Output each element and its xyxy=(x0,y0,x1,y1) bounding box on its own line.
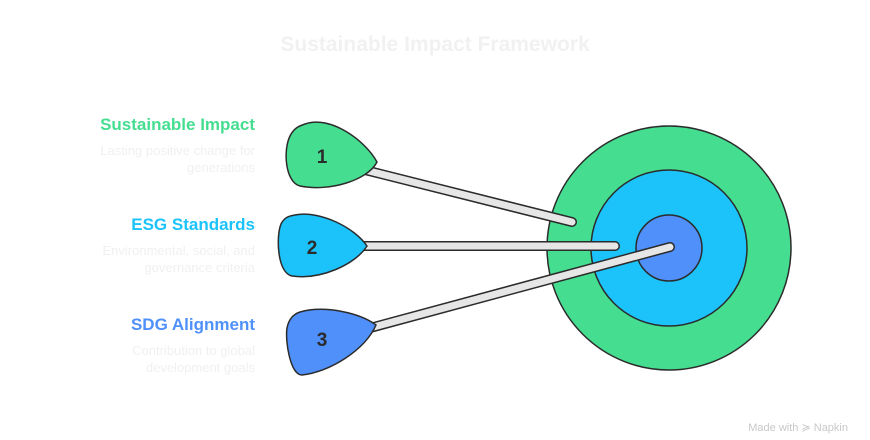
desc-line: Contribution to global xyxy=(132,343,255,358)
desc-line: development goals xyxy=(145,360,255,375)
desc-line: Environmental, social, and xyxy=(102,243,255,258)
item-label: SDG Alignment xyxy=(130,315,255,334)
footer-prefix: Made with xyxy=(748,422,799,434)
footer-attribution[interactable]: Made with ≽ Napkin xyxy=(748,421,848,434)
item-sustainable-impact: Sustainable Impact Lasting positive chan… xyxy=(35,115,255,176)
item-description: Environmental, social, and governance cr… xyxy=(35,242,255,276)
item-sdg-alignment: SDG Alignment Contribution to global dev… xyxy=(35,315,255,376)
item-label: ESG Standards xyxy=(131,215,255,234)
dart-number-3: 3 xyxy=(317,330,328,351)
dart-head-2 xyxy=(277,213,368,278)
diagram-title: Sustainable Impact Framework xyxy=(280,33,590,56)
dart-number-2: 2 xyxy=(307,238,318,259)
napkin-logo-icon: ≽ xyxy=(801,422,811,434)
item-description: Lasting positive change for generations xyxy=(35,142,255,176)
item-description: Contribution to global development goals xyxy=(35,342,255,376)
footer-brand: Napkin xyxy=(813,422,848,434)
desc-line: governance criteria xyxy=(144,260,255,275)
dart-head-3 xyxy=(285,308,377,376)
dart-number-1: 1 xyxy=(317,147,328,168)
desc-line: generations xyxy=(187,160,255,175)
dart-shaft-3 xyxy=(365,242,675,333)
dart-head-1 xyxy=(285,121,378,189)
dart-shaft-1 xyxy=(360,165,577,227)
item-esg-standards: ESG Standards Environmental, social, and… xyxy=(35,215,255,276)
desc-line: Lasting positive change for xyxy=(100,143,255,158)
item-label: Sustainable Impact xyxy=(100,115,255,134)
